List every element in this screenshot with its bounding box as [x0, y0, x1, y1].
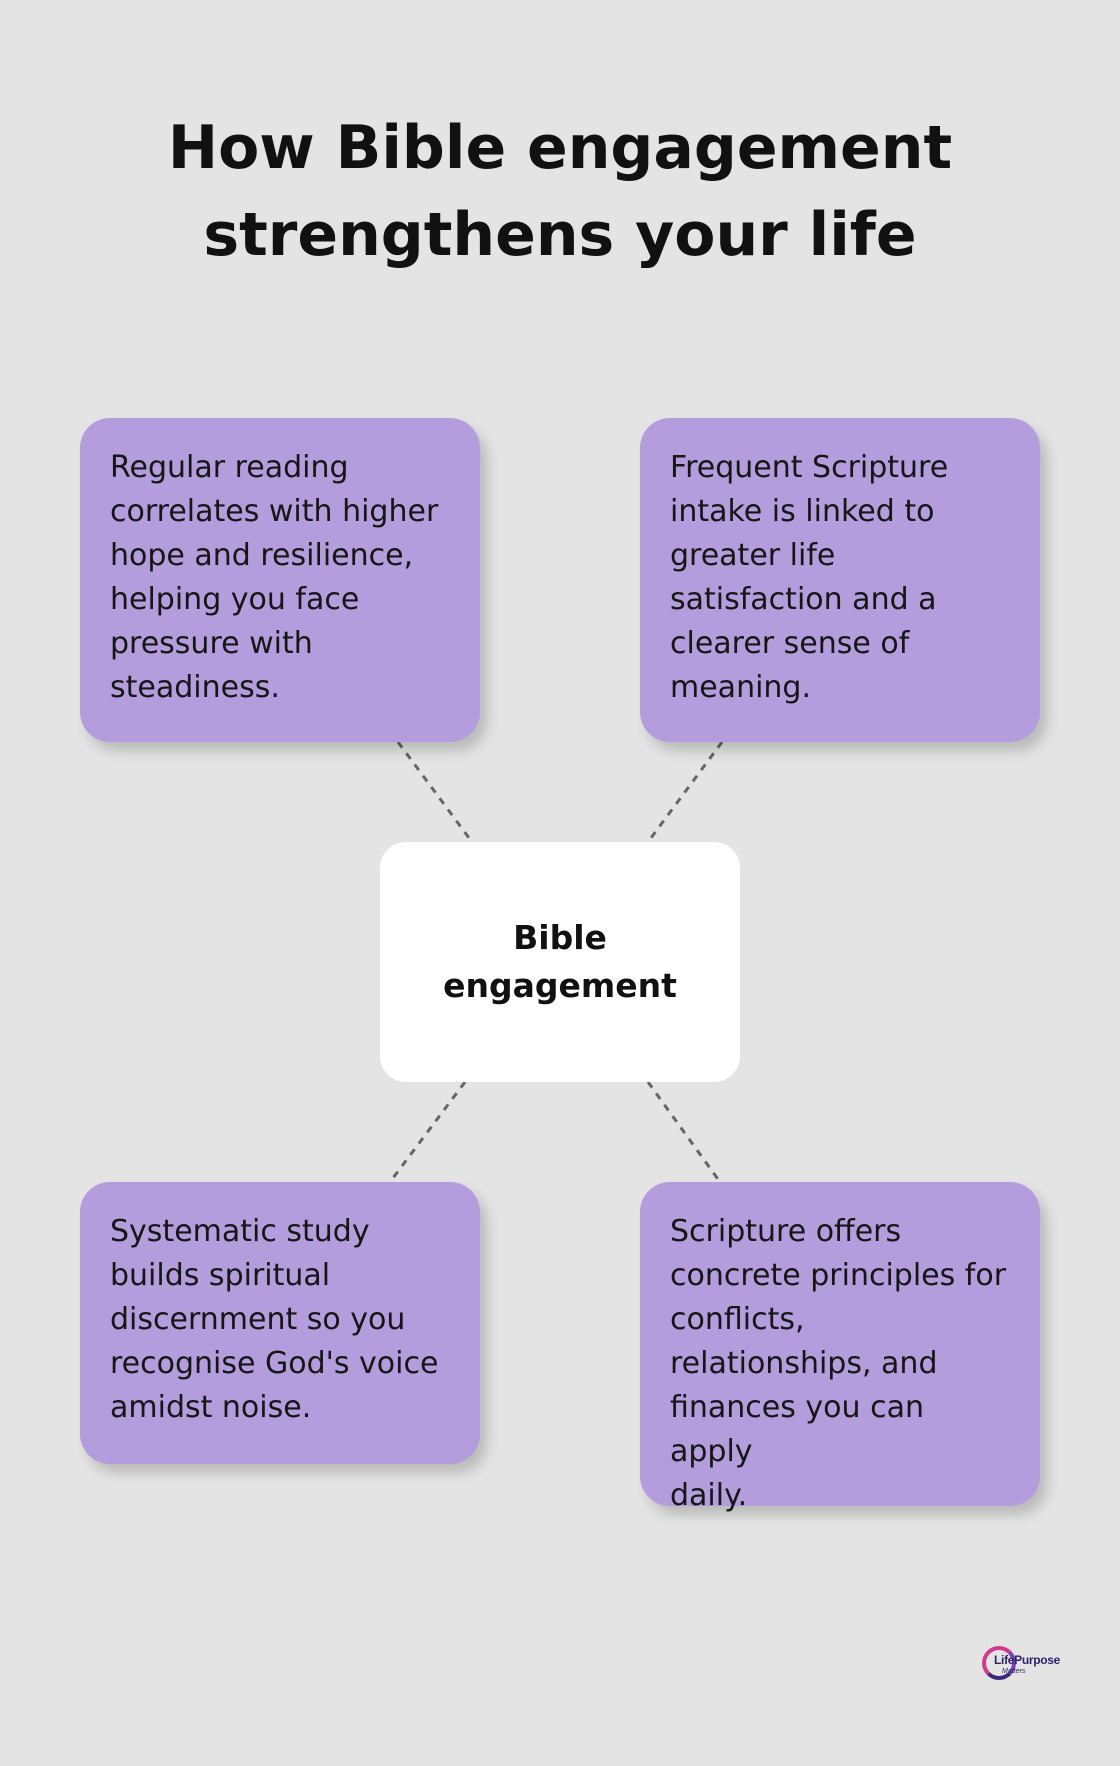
- center-label: Bible engagement: [443, 918, 677, 1005]
- logo-name: LifePurpose: [994, 1653, 1061, 1667]
- card-text-line: daily.: [670, 1478, 748, 1513]
- card-text-line: Scripture offers: [670, 1214, 902, 1249]
- title-line-2: strengthens your life: [203, 200, 917, 270]
- card-text-line: greater life: [670, 538, 836, 573]
- card-text-line: finances you can apply: [670, 1390, 924, 1469]
- connector-top-right: [646, 741, 724, 843]
- connector-bottom-left: [388, 1081, 467, 1183]
- card-text-line: conflicts,: [670, 1302, 805, 1337]
- card-text-line: correlates with higher: [110, 494, 439, 529]
- title-line-1: How Bible engagement: [167, 113, 953, 183]
- logo-ring-icon: [982, 1646, 1016, 1680]
- page-title: How Bible engagement strengthens your li…: [0, 105, 1120, 279]
- card-text-line: builds spiritual: [110, 1258, 331, 1293]
- card-text-line: satisfaction and a: [670, 582, 937, 617]
- logo-subtitle: Matters: [1002, 1668, 1026, 1675]
- card-concrete-principles: Scripture offers concrete principles for…: [640, 1182, 1040, 1513]
- brand-logo: LifePurpose Matters: [980, 1642, 1060, 1690]
- connector-bottom-right: [646, 1081, 722, 1183]
- card-text-line: steadiness.: [110, 670, 280, 705]
- card-text-line: discernment so you: [110, 1302, 406, 1337]
- card-text-line: concrete principles for: [670, 1258, 1007, 1293]
- card-life-satisfaction: Frequent Scripture intake is linked to g…: [640, 418, 1040, 742]
- card-text-line: relationships, and: [670, 1346, 938, 1381]
- center-node: Bible engagement: [380, 842, 740, 1082]
- card-text-line: amidst noise.: [110, 1390, 312, 1425]
- card-spiritual-discernment: Systematic study builds spiritual discer…: [80, 1182, 480, 1464]
- card-text-line: recognise God's voice: [110, 1346, 439, 1381]
- card-text-line: intake is linked to: [670, 494, 935, 529]
- card-text-line: helping you face: [110, 582, 360, 617]
- connector-top-left: [396, 741, 474, 843]
- card-text-line: pressure with: [110, 626, 313, 661]
- card-hope-resilience: Regular reading correlates with higher h…: [80, 418, 480, 742]
- card-text-line: clearer sense of: [670, 626, 910, 661]
- card-text-line: hope and resilience,: [110, 538, 414, 573]
- card-text-line: Frequent Scripture: [670, 450, 949, 485]
- card-text-line: Systematic study: [110, 1214, 370, 1249]
- card-text-line: meaning.: [670, 670, 812, 705]
- card-text-line: Regular reading: [110, 450, 349, 485]
